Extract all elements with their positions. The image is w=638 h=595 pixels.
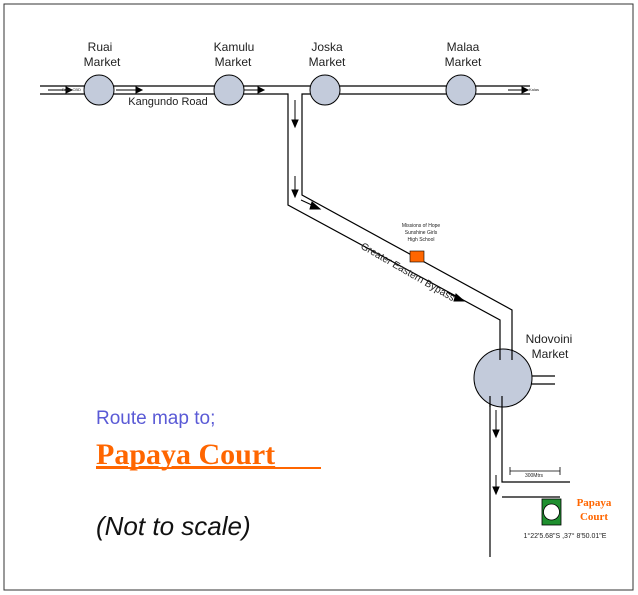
ndovoini-roundabout (473, 348, 533, 408)
school-marker (409, 250, 425, 263)
malaa-label-1: Malaa (447, 40, 480, 54)
school-label-1: Missions of Hope (402, 223, 441, 229)
from-cbd-label: From CBD (62, 87, 81, 92)
not-to-scale-note: (Not to scale) (96, 511, 251, 541)
kamulu-label-1: Kamulu (214, 40, 255, 54)
destination-label-2: Court (580, 511, 608, 523)
kamulu-roundabout (213, 74, 245, 106)
malaa-label-2: Market (445, 55, 482, 69)
joska-roundabout (309, 74, 341, 106)
malaa-roundabout (445, 74, 477, 106)
destination-title: Papaya Court (96, 438, 275, 471)
papaya-court-pin (543, 503, 560, 521)
to-kalas-label: Kalas (529, 87, 539, 92)
distance-label: 300Mtrs (525, 473, 544, 479)
school-label-3: High School (408, 237, 435, 243)
lower-road (489, 375, 570, 557)
joska-label-1: Joska (311, 40, 343, 54)
ruai-label-1: Ruai (88, 40, 113, 54)
kamulu-label-2: Market (215, 55, 252, 69)
distance-marker (509, 467, 561, 475)
ndovoini-label-1: Ndovoini (526, 332, 573, 346)
joska-label-2: Market (309, 55, 346, 69)
destination-coords: 1°22'5.68"S ,37° 8'50.01"E (524, 532, 607, 540)
school-label-2: Sunshine Girls (405, 230, 438, 236)
ruai-label-2: Market (84, 55, 121, 69)
route-to-label: Route map to; (96, 408, 215, 429)
ruai-roundabout (83, 74, 115, 106)
destination-label-1: Papaya (577, 497, 612, 509)
direction-arrows (48, 86, 530, 496)
kangundo-road-label: Kangundo Road (128, 96, 208, 108)
ndovoini-label-2: Market (532, 347, 569, 361)
